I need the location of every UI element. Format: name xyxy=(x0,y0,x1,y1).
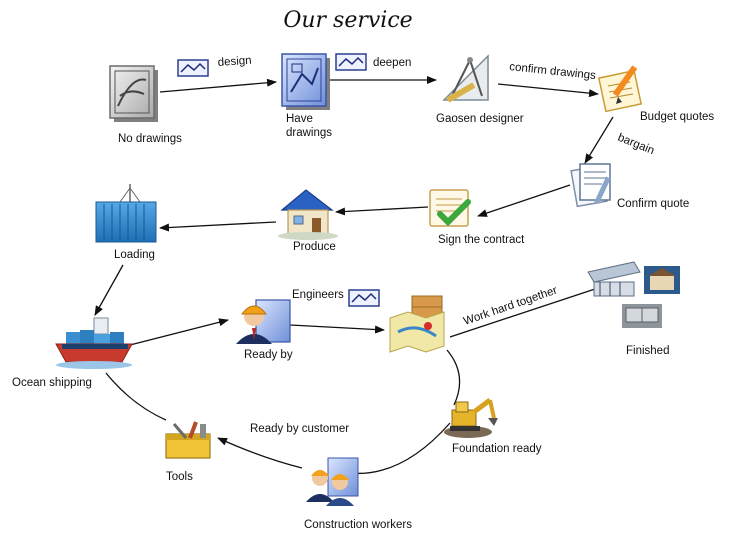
node-label-budget-quotes: Budget quotes xyxy=(640,111,714,123)
node-label-have-drawings-2: drawings xyxy=(286,127,332,139)
edge-engineers xyxy=(289,324,385,334)
quote-document-icon xyxy=(570,163,611,208)
toolbox-icon xyxy=(165,421,211,459)
node-label-gaosen-designer: Gaosen designer xyxy=(436,113,524,125)
node-label-produce: Produce xyxy=(293,241,336,253)
edge-to-foundation xyxy=(446,349,461,406)
edge-label-engineers: Engineers xyxy=(292,289,344,301)
edge-bargain xyxy=(584,116,614,164)
node-label-loading: Loading xyxy=(114,249,155,261)
node-label-tools: Tools xyxy=(166,471,193,483)
prefab-buildings-icon xyxy=(587,261,680,328)
edge-to-loading xyxy=(159,221,277,232)
edge-to-ready-by xyxy=(129,318,229,346)
blueprint-card-icon xyxy=(177,59,209,77)
node-label-have-drawings-1: Have xyxy=(286,113,313,125)
blueprint-card-icon xyxy=(335,53,367,71)
node-label-confirm-quote: Confirm quote xyxy=(617,198,689,210)
map-package-icon xyxy=(389,295,445,353)
edge-label-design: design xyxy=(217,55,252,69)
edge-to-contract xyxy=(477,184,571,217)
node-label-no-drawings: No drawings xyxy=(118,133,182,145)
drafting-tools-icon xyxy=(442,54,489,103)
node-label-ready-by: Ready by xyxy=(244,349,293,361)
node-label-ocean-shipping: Ocean shipping xyxy=(12,377,92,389)
edge-label-deepen: deepen xyxy=(373,57,411,69)
edge-ocean-to-tools xyxy=(105,372,167,421)
node-label-finished: Finished xyxy=(626,345,669,357)
edge-label-ready-by-customer: Ready by customer xyxy=(250,423,349,435)
diagram-title: Our service xyxy=(283,8,412,33)
cargo-ship-icon xyxy=(55,317,133,369)
edge-to-ocean xyxy=(94,264,124,316)
edge-work-hard xyxy=(449,287,599,338)
node-label-construction-workers: Construction workers xyxy=(304,519,412,531)
workers-icon xyxy=(306,457,359,506)
edge-ready-by-customer xyxy=(217,437,303,469)
house-icon xyxy=(278,189,338,240)
edge-design xyxy=(159,78,277,93)
excavator-icon xyxy=(444,398,498,438)
contract-check-icon xyxy=(429,189,471,227)
engineer-icon xyxy=(236,299,291,344)
blueprint-card-icon xyxy=(348,289,380,307)
edge-label-confirm-drawings: confirm drawings xyxy=(509,61,597,82)
node-label-sign-contract: Sign the contract xyxy=(438,234,525,246)
edge-confirm-drawings xyxy=(497,83,599,98)
budget-pencil-icon xyxy=(597,65,643,113)
edge-label-bargain: bargain xyxy=(616,132,656,158)
container-crane-icon xyxy=(95,184,157,243)
blueprint-document-icon xyxy=(281,53,330,110)
drawing-document-icon xyxy=(109,65,158,122)
node-label-foundation-ready: Foundation ready xyxy=(452,443,542,455)
edge-to-produce xyxy=(335,206,429,216)
